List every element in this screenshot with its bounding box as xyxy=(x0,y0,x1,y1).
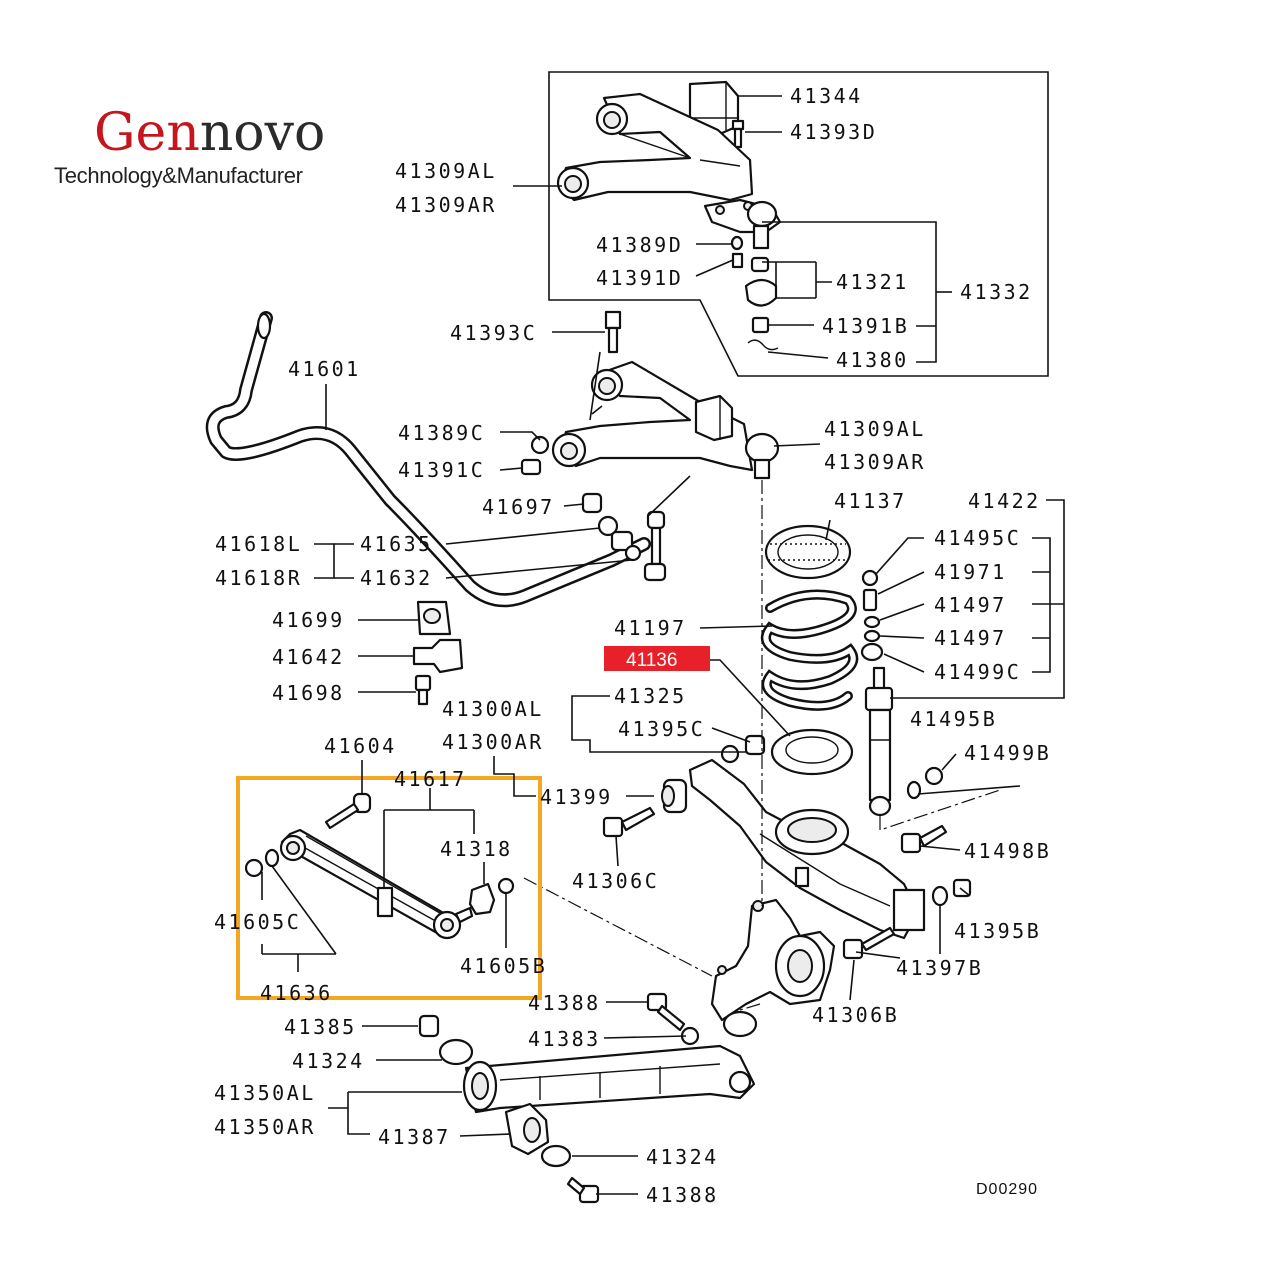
label-41495C: 41495C xyxy=(934,526,1021,550)
label-41383: 41383 xyxy=(528,1027,601,1051)
knuckle-part xyxy=(710,898,836,1038)
label-41422: 41422 xyxy=(968,489,1041,513)
stabilizer-bar-part xyxy=(205,311,651,608)
brand-logo-red: Gen xyxy=(94,103,200,163)
label-41387: 41387 xyxy=(378,1125,451,1149)
label-41499C: 41499C xyxy=(934,660,1021,684)
label-41698: 41698 xyxy=(272,681,345,705)
label-41632: 41632 xyxy=(360,566,433,590)
inset-upper-arm-part xyxy=(556,92,754,202)
label-41635: 41635 xyxy=(360,532,433,556)
part-labels: 41344 41393D 41309AL 41309AR 41389D 4139… xyxy=(214,84,1051,1207)
bolt-part xyxy=(731,119,745,149)
label-41389D: 41389D xyxy=(596,233,683,257)
label-41137: 41137 xyxy=(834,489,907,513)
label-41350AL: 41350AL xyxy=(214,1081,316,1105)
brand-tagline: Technology&Manufacturer xyxy=(54,163,303,188)
lower-arm-bolts xyxy=(602,806,972,960)
label-41393D: 41393D xyxy=(790,120,877,144)
label-41395B: 41395B xyxy=(954,919,1041,943)
label-41397B: 41397B xyxy=(896,956,983,980)
label-41136: 41136 xyxy=(626,650,677,671)
label-41601: 41601 xyxy=(288,357,361,381)
label-41325: 41325 xyxy=(614,684,687,708)
label-41306C: 41306C xyxy=(572,869,659,893)
label-41604: 41604 xyxy=(324,734,397,758)
lateral-rod-part xyxy=(244,792,515,940)
label-41388-b: 41388 xyxy=(646,1183,719,1207)
label-41498B: 41498B xyxy=(964,839,1051,863)
label-41385: 41385 xyxy=(284,1015,357,1039)
label-41324-a: 41324 xyxy=(292,1049,365,1073)
brand-logo-dark: novo xyxy=(199,103,326,163)
label-41389C: 41389C xyxy=(398,421,485,445)
label-41306B: 41306B xyxy=(812,1003,899,1027)
brand-logo: Gennovo xyxy=(94,103,325,163)
label-41495B: 41495B xyxy=(910,707,997,731)
label-41380: 41380 xyxy=(836,348,909,372)
label-41309AR-top: 41309AR xyxy=(395,193,497,217)
label-41618L: 41618L xyxy=(215,532,302,556)
label-41318: 41318 xyxy=(440,837,513,861)
label-41399: 41399 xyxy=(540,785,613,809)
center-lines xyxy=(523,480,1001,1011)
label-41309AL-mid: 41309AL xyxy=(824,417,926,441)
label-41309AR-mid: 41309AR xyxy=(824,450,926,474)
label-41605C: 41605C xyxy=(214,910,301,934)
stabilizer-link-part xyxy=(597,510,667,582)
shock-absorber-part xyxy=(860,569,944,817)
arm-nut-parts xyxy=(520,435,603,514)
label-41697: 41697 xyxy=(482,495,555,519)
label-41642: 41642 xyxy=(272,645,345,669)
label-41699: 41699 xyxy=(272,608,345,632)
label-41617: 41617 xyxy=(394,767,467,791)
label-41309AL-top: 41309AL xyxy=(395,159,497,183)
label-41300AL: 41300AL xyxy=(442,697,544,721)
ball-joint-part xyxy=(703,198,782,250)
label-41618R: 41618R xyxy=(215,566,302,590)
label-41388-a: 41388 xyxy=(528,991,601,1015)
label-41332: 41332 xyxy=(960,280,1033,304)
label-41197: 41197 xyxy=(614,616,687,640)
label-41971: 41971 xyxy=(934,560,1007,584)
label-41636: 41636 xyxy=(260,981,333,1005)
label-41300AR: 41300AR xyxy=(442,730,544,754)
diagram-code: D00290 xyxy=(976,1181,1038,1198)
label-41499B: 41499B xyxy=(964,741,1051,765)
upper-arm-part xyxy=(551,310,780,480)
highlighted-part-label: 41136 xyxy=(604,646,710,671)
label-41497-a: 41497 xyxy=(934,593,1007,617)
label-41605B: 41605B xyxy=(460,954,547,978)
label-41391C: 41391C xyxy=(398,458,485,482)
highlight-box xyxy=(236,776,542,1000)
label-41391D: 41391D xyxy=(596,266,683,290)
label-41321: 41321 xyxy=(836,270,909,294)
label-41395C: 41395C xyxy=(618,717,705,741)
trailing-arm-part xyxy=(418,992,756,1204)
inset-box xyxy=(548,71,1049,377)
label-41324-b: 41324 xyxy=(646,1145,719,1169)
label-41497-b: 41497 xyxy=(934,626,1007,650)
label-41393C: 41393C xyxy=(450,321,537,345)
lower-spring-seat-part xyxy=(770,728,854,776)
label-41350AR: 41350AR xyxy=(214,1115,316,1139)
coil-spring-part xyxy=(761,589,859,711)
inset-small-parts xyxy=(730,235,779,351)
leader-lines xyxy=(261,95,1065,1195)
spring-seat-part xyxy=(764,524,852,580)
label-41391B: 41391B xyxy=(822,314,909,338)
label-41344: 41344 xyxy=(790,84,863,108)
stabilizer-bushing-part xyxy=(412,600,464,706)
